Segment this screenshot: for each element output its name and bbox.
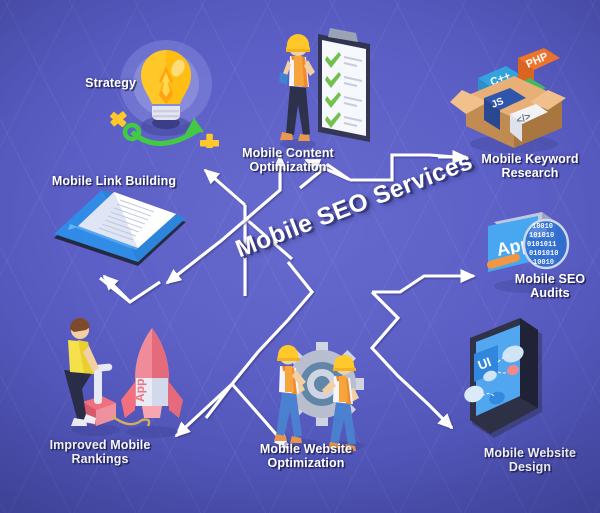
svg-text:10010: 10010 <box>533 259 554 267</box>
code-card-tag: </> <box>510 104 548 142</box>
phone-ui-icon: UI <box>464 318 542 438</box>
svg-text:101010: 101010 <box>529 232 554 240</box>
label-improved-mobile-rankings[interactable]: Improved Mobile Rankings <box>49 438 151 467</box>
label-mobile-website-design[interactable]: Mobile Website Design <box>483 446 577 475</box>
line-audits-seg <box>372 274 470 294</box>
lightbulb-icon <box>110 40 219 148</box>
code-card-js: JS <box>484 88 526 130</box>
svg-text:App: App <box>133 379 147 402</box>
clipboard-checklist-icon <box>279 28 370 149</box>
label-mobile-content-optimization[interactable]: Mobile Content Optimization <box>242 146 334 175</box>
phone-document-icon <box>54 190 186 266</box>
svg-text:10010: 10010 <box>532 223 553 231</box>
line-to-content-opt <box>203 168 247 207</box>
line-left-stub-arrow <box>102 274 132 304</box>
line-to-improved-rankings <box>174 382 234 438</box>
magnifier-app-icon: App 10010 101010 0101011 0101010 10010 <box>486 212 570 293</box>
svg-text:</>: </> <box>515 111 533 127</box>
label-mobile-link-building[interactable]: Mobile Link Building <box>51 174 177 188</box>
svg-text:JS: JS <box>490 96 506 111</box>
svg-text:0101011: 0101011 <box>527 241 556 249</box>
code-box-icon: C++ PHP CSS JS </> <box>450 48 566 153</box>
gear-workers-icon <box>274 342 364 451</box>
line-left-lower-stub <box>99 276 161 304</box>
label-mobile-keyword-research[interactable]: Mobile Keyword Research <box>481 152 579 181</box>
label-mobile-website-optimization[interactable]: Mobile Website Optimization <box>259 442 353 471</box>
label-strategy[interactable]: Strategy <box>85 76 136 90</box>
rocket-pump-icon: App <box>64 318 183 438</box>
line-to-website-design <box>369 290 454 430</box>
svg-text:0101010: 0101010 <box>529 250 558 258</box>
svg-text:UI: UI <box>476 354 494 373</box>
label-mobile-seo-audits[interactable]: Mobile SEO Audits <box>514 272 586 301</box>
